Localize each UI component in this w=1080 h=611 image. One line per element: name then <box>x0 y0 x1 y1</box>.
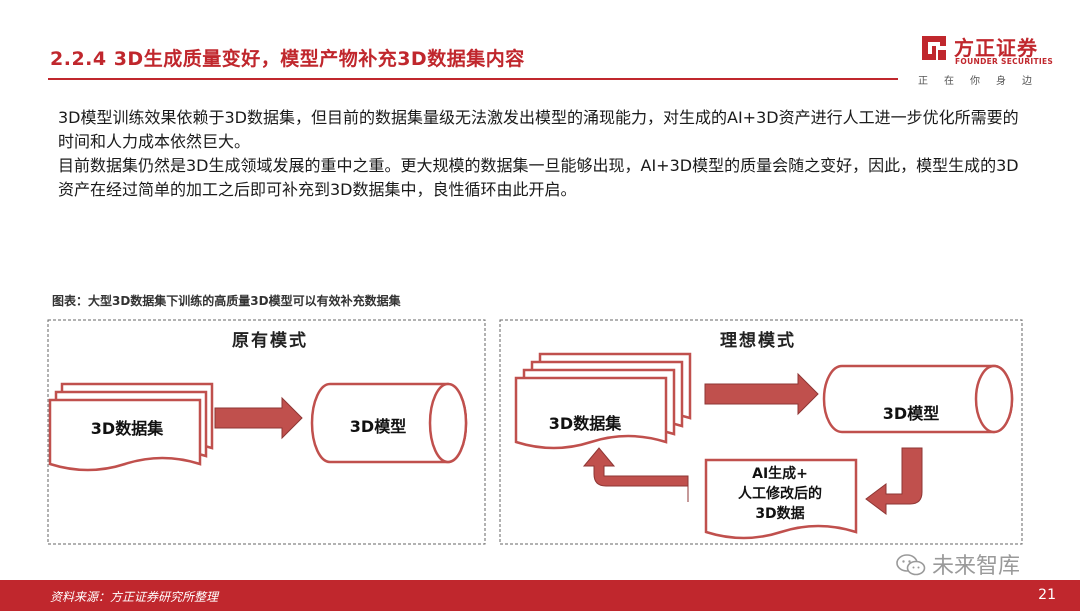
output-line-1: AI生成+ <box>752 466 808 482</box>
right-panel-border <box>499 319 1023 545</box>
left-flow-arrow <box>214 396 303 440</box>
founder-logo-icon <box>922 36 946 60</box>
paragraph-1: 3D模型训练效果依赖于3D数据集，但目前的数据集量级无法激发出模型的涌现能力，对… <box>58 108 1019 151</box>
right-top-arrow <box>704 372 819 416</box>
body-text: 3D模型训练效果依赖于3D数据集，但目前的数据集量级无法激发出模型的涌现能力，对… <box>58 106 1028 202</box>
right-dataset-stack <box>514 352 692 450</box>
source-note: 资料来源：方正证券研究所整理 <box>50 590 219 604</box>
page-title: 2.2.4 3D生成质量变好，模型产物补充3D数据集内容 <box>50 48 525 70</box>
output-document <box>704 458 858 540</box>
left-dataset-label: 3D数据集 <box>90 419 164 438</box>
output-line-3: 3D数据 <box>755 506 805 522</box>
paragraph-2: 目前数据集仍然是3D生成领域发展的重中之重。更大规模的数据集一旦能够出现，AI+… <box>58 156 1019 199</box>
right-model-label: 3D模型 <box>882 404 940 423</box>
left-panel-border <box>47 319 486 545</box>
left-model-label: 3D模型 <box>349 417 407 436</box>
watermark: 未来智库 <box>896 548 1020 580</box>
right-return-arrow-1 <box>865 447 923 515</box>
page-number: 21 <box>1038 587 1056 603</box>
right-return-arrow-2 <box>582 447 689 502</box>
left-model-cylinder <box>310 382 468 464</box>
logo-cn-text: 方正证券 <box>954 36 1038 60</box>
logo-en-text: FOUNDER SECURITIES <box>955 57 1054 66</box>
logo-slogan: 正在你身边 <box>918 76 1048 87</box>
company-logo: 方正证券 FOUNDER SECURITIES 正在你身边 <box>918 30 1058 90</box>
watermark-text: 未来智库 <box>932 554 1021 579</box>
wechat-icon <box>896 554 926 576</box>
left-dataset-stack <box>48 382 214 472</box>
right-panel-title: 理想模式 <box>720 331 796 351</box>
right-dataset-label: 3D数据集 <box>548 414 622 433</box>
output-document-label: AI生成+ 人工修改后的 3D数据 <box>710 464 850 524</box>
right-model-cylinder <box>822 364 1014 434</box>
left-panel-title: 原有模式 <box>232 331 308 351</box>
footer-bar: 资料来源：方正证券研究所整理 21 <box>0 580 1080 611</box>
output-line-2: 人工修改后的 <box>738 486 822 502</box>
figure-caption: 图表：大型3D数据集下训练的高质量3D模型可以有效补充数据集 <box>52 294 401 308</box>
title-divider <box>48 78 898 80</box>
